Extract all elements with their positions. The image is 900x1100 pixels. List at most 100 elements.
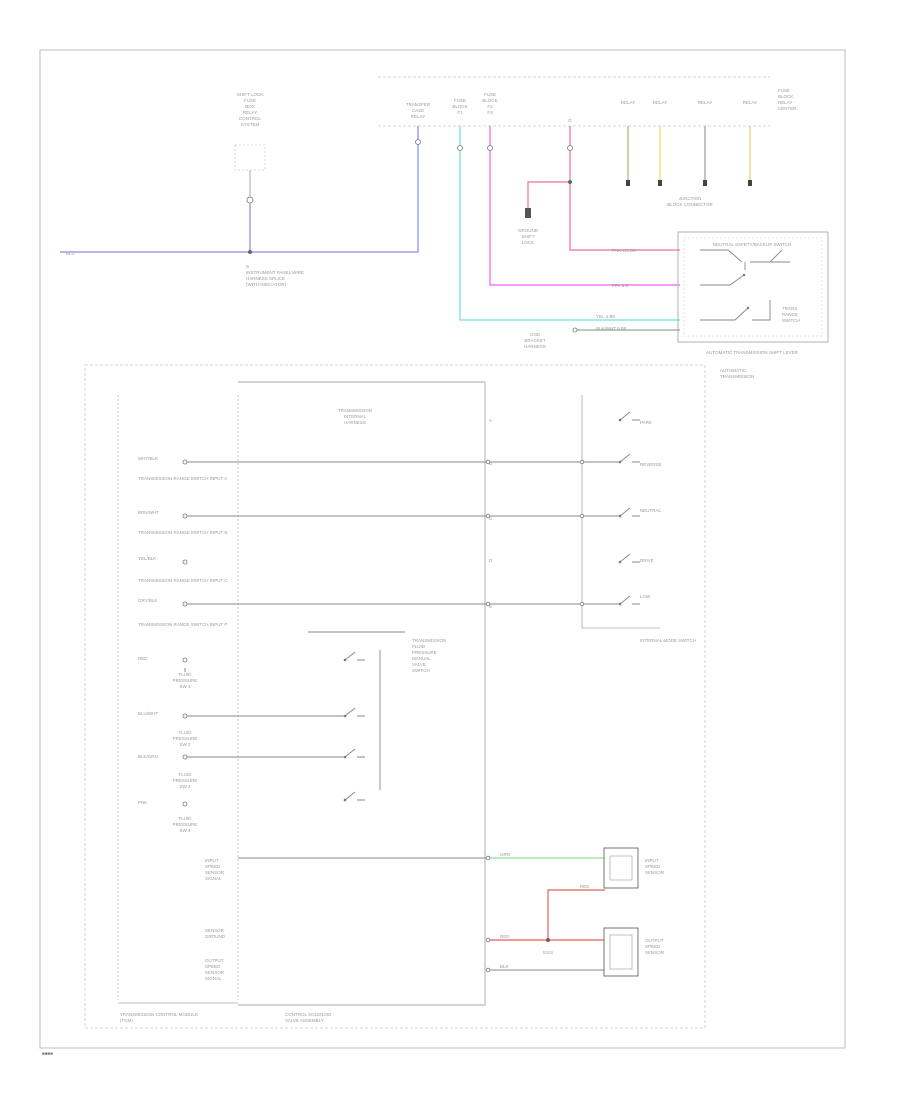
- svg-text:DRIVE: DRIVE: [640, 558, 654, 563]
- splice-dot-blue: [248, 250, 252, 254]
- svg-text:SPEED: SPEED: [205, 864, 221, 869]
- shift-lever-box: [677, 231, 829, 343]
- gnd-top-label: G: [568, 118, 572, 123]
- left-wire-label: BLU: [66, 251, 75, 256]
- svg-text:D: D: [489, 558, 493, 563]
- svg-text:RELAY: RELAY: [411, 114, 425, 119]
- svg-text:LOCK: LOCK: [522, 240, 534, 245]
- ground-node: [525, 208, 531, 218]
- svg-text:YEL/BLK: YEL/BLK: [138, 556, 156, 561]
- svg-text:CONTROL SOLENOID: CONTROL SOLENOID: [285, 1012, 332, 1017]
- svg-text:GND: GND: [530, 332, 541, 337]
- svg-text:TRANSMISSION RANGE SWITCH INPU: TRANSMISSION RANGE SWITCH INPUT C: [138, 578, 228, 583]
- svg-text:OUTPUT: OUTPUT: [645, 938, 664, 943]
- svg-text:INSTRUMENT PANEL WIRE: INSTRUMENT PANEL WIRE: [246, 270, 304, 275]
- range-contact-0: [619, 411, 640, 421]
- fuse-b-terminal: [487, 145, 493, 151]
- box-wire-labels: PNK 2/1 B9 PPL 3 D YEL 4 B8 BLK/WHT 5 B8: [596, 248, 636, 331]
- svg-text:BLK/WHT 5 B8: BLK/WHT 5 B8: [596, 326, 627, 331]
- fuse-terminal: [246, 196, 254, 204]
- svg-text:INTERNAL MODE SWITCH: INTERNAL MODE SWITCH: [640, 638, 696, 643]
- svg-text:FUSE: FUSE: [484, 92, 496, 97]
- wire-blue-main: [60, 145, 419, 253]
- svg-text:GRN: GRN: [500, 852, 510, 857]
- svg-text:SW 3: SW 3: [179, 784, 190, 789]
- svg-text:FLUID: FLUID: [178, 672, 192, 677]
- svg-text:RELAY: RELAY: [698, 100, 712, 105]
- svg-text:F1: F1: [457, 110, 463, 115]
- svg-text:SW 2: SW 2: [179, 742, 190, 747]
- pressure-switch-0-pivot: [343, 658, 347, 662]
- svg-text:FLUID: FLUID: [178, 816, 192, 821]
- pressure-switch-2: [344, 748, 365, 758]
- svg-text:SWITCH: SWITCH: [412, 668, 430, 673]
- pressure-switches: [343, 651, 365, 802]
- svg-text:FLUID: FLUID: [178, 772, 192, 777]
- switch-box-title: NEUTRAL SAFETY/BACKUP SWITCH: [713, 242, 791, 247]
- svg-text:SIGNAL: SIGNAL: [205, 876, 222, 881]
- svg-text:(TCM): (TCM): [120, 1018, 133, 1023]
- shift-lock-fuse-box: [234, 144, 266, 171]
- svg-text:TRANSMISSION RANGE SWITCH INPU: TRANSMISSION RANGE SWITCH INPUT B: [138, 530, 227, 535]
- output-speed-sensor-inner: [609, 934, 633, 970]
- range-contact-3: [619, 553, 640, 563]
- svg-text:F3: F3: [487, 110, 493, 115]
- svg-text:LOW: LOW: [640, 594, 651, 599]
- svg-text:PRESSURE: PRESSURE: [173, 736, 198, 741]
- fuse-b-label: FUSE BLOCK F2 F3: [482, 92, 497, 115]
- pressure-switch-3-pivot: [343, 798, 347, 802]
- svg-text:RELAY: RELAY: [653, 100, 667, 105]
- svg-text:SPEED: SPEED: [645, 864, 661, 869]
- svg-text:(WITH INDICATOR): (WITH INDICATOR): [246, 282, 287, 287]
- svg-text:SHIFT: SHIFT: [522, 234, 535, 239]
- svg-text:PNK 2/1 B9: PNK 2/1 B9: [612, 248, 636, 253]
- svg-text:SW 1: SW 1: [179, 684, 190, 689]
- tcm-inner-label: TRANSMISSION INTERNAL HARNESS: [338, 408, 372, 425]
- range-contact-1: [619, 453, 640, 463]
- svg-text:BLOCK: BLOCK: [778, 94, 793, 99]
- pink-splice-dot: [568, 180, 572, 184]
- svg-text:SENSOR: SENSOR: [645, 950, 665, 955]
- svg-text:PRESSURE: PRESSURE: [173, 822, 198, 827]
- svg-text:PRESSURE: PRESSURE: [173, 778, 198, 783]
- pressure-switch-0: [344, 651, 365, 661]
- pressure-switch-3: [344, 791, 365, 801]
- pressure-switch-1: [344, 707, 365, 717]
- svg-text:NEUTRAL: NEUTRAL: [640, 508, 662, 513]
- svg-text:SENSOR: SENSOR: [205, 970, 225, 975]
- svg-text:BLOCK: BLOCK: [452, 104, 467, 109]
- svg-text:BRN/WHT: BRN/WHT: [138, 510, 159, 515]
- svg-text:AUTOMATIC: AUTOMATIC: [720, 368, 747, 373]
- svg-text:RANGE: RANGE: [782, 312, 798, 317]
- output-speed2-label: OUTPUT SPEED SENSOR SIGNAL: [205, 958, 225, 981]
- svg-text:SPEED: SPEED: [645, 944, 661, 949]
- svg-text:TRANSMISSION RANGE SWITCH INPU: TRANSMISSION RANGE SWITCH INPUT A: [138, 476, 227, 481]
- svg-text:TRANSMISSION RANGE SWITCH INPU: TRANSMISSION RANGE SWITCH INPUT P: [138, 622, 227, 627]
- svg-text:SENSOR: SENSOR: [205, 928, 225, 933]
- svg-text:VALVE: VALVE: [412, 662, 426, 667]
- svg-text:BLK: BLK: [500, 964, 509, 969]
- box-terminal-gray: [572, 327, 578, 333]
- shift-lock-fuse-label: SHIFT LOCK FUSE BOX RELAY CONTROL SYSTEM: [237, 92, 263, 127]
- sensor-ground-label: SENSOR GROUND: [205, 928, 226, 939]
- svg-text:TRANS: TRANS: [782, 306, 797, 311]
- svg-text:SHIFT LOCK: SHIFT LOCK: [237, 92, 263, 97]
- svg-text:GRY/BLK: GRY/BLK: [138, 598, 157, 603]
- svg-text:BLK/GRN: BLK/GRN: [138, 754, 158, 759]
- range-contact-2: [619, 507, 640, 517]
- range-switch-labels: PARK REVERSE NEUTRAL DRIVE LOW: [640, 420, 662, 599]
- wire-magenta: [489, 126, 680, 286]
- svg-text:F2: F2: [487, 104, 493, 109]
- wire-pink: [527, 126, 680, 251]
- svg-text:TRANSMISSION: TRANSMISSION: [338, 408, 372, 413]
- range-switch-contacts: [618, 411, 640, 606]
- range-contact-3-pivot: [618, 560, 622, 564]
- svg-text:RELAY: RELAY: [243, 110, 257, 115]
- relay-note: FUSE BLOCK RELAY CENTER: [778, 88, 797, 111]
- output-speed-label: INPUT SPEED SENSOR SIGNAL: [205, 858, 225, 881]
- tcm-caption: TRANSMISSION CONTROL MODULE (TCM): [120, 1012, 198, 1023]
- svg-text:TRANSMISSION: TRANSMISSION: [720, 374, 754, 379]
- svg-text:RELAY: RELAY: [743, 100, 757, 105]
- ground-node-label: GROUND SHIFT LOCK: [518, 228, 539, 245]
